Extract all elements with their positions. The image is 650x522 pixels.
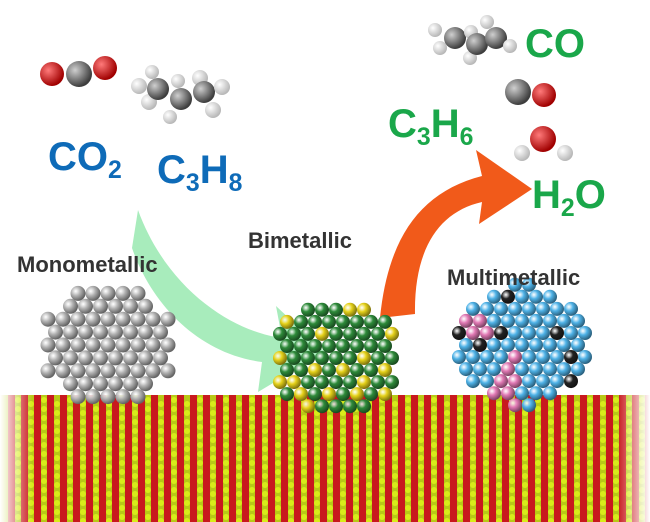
- multimetallic-nanoparticle: [452, 277, 592, 413]
- feed-arrow: [132, 210, 325, 392]
- CO2-molecule: [40, 56, 117, 87]
- monometallic-label: Monometallic: [17, 252, 158, 277]
- monometallic-nanoparticle: [40, 285, 176, 405]
- reactant-propane-label: C3H8: [157, 148, 243, 197]
- product-propylene-label: C3H6: [388, 102, 474, 151]
- multimetallic-label: Multimetallic: [447, 265, 581, 290]
- H2O-molecule: [514, 126, 573, 161]
- CO-molecule: [505, 79, 556, 107]
- product-arrow: [380, 150, 532, 318]
- product-water-label: H2O: [532, 173, 606, 222]
- bimetallic-nanoparticle: [273, 302, 399, 414]
- bimetallic-label: Bimetallic: [248, 228, 352, 253]
- support-edge-fade: [0, 395, 650, 522]
- propylene-molecule: [428, 15, 517, 65]
- reactant-co2-label: CO2: [48, 135, 122, 184]
- propane-molecule: [131, 65, 230, 124]
- product-co-label: CO: [525, 22, 585, 66]
